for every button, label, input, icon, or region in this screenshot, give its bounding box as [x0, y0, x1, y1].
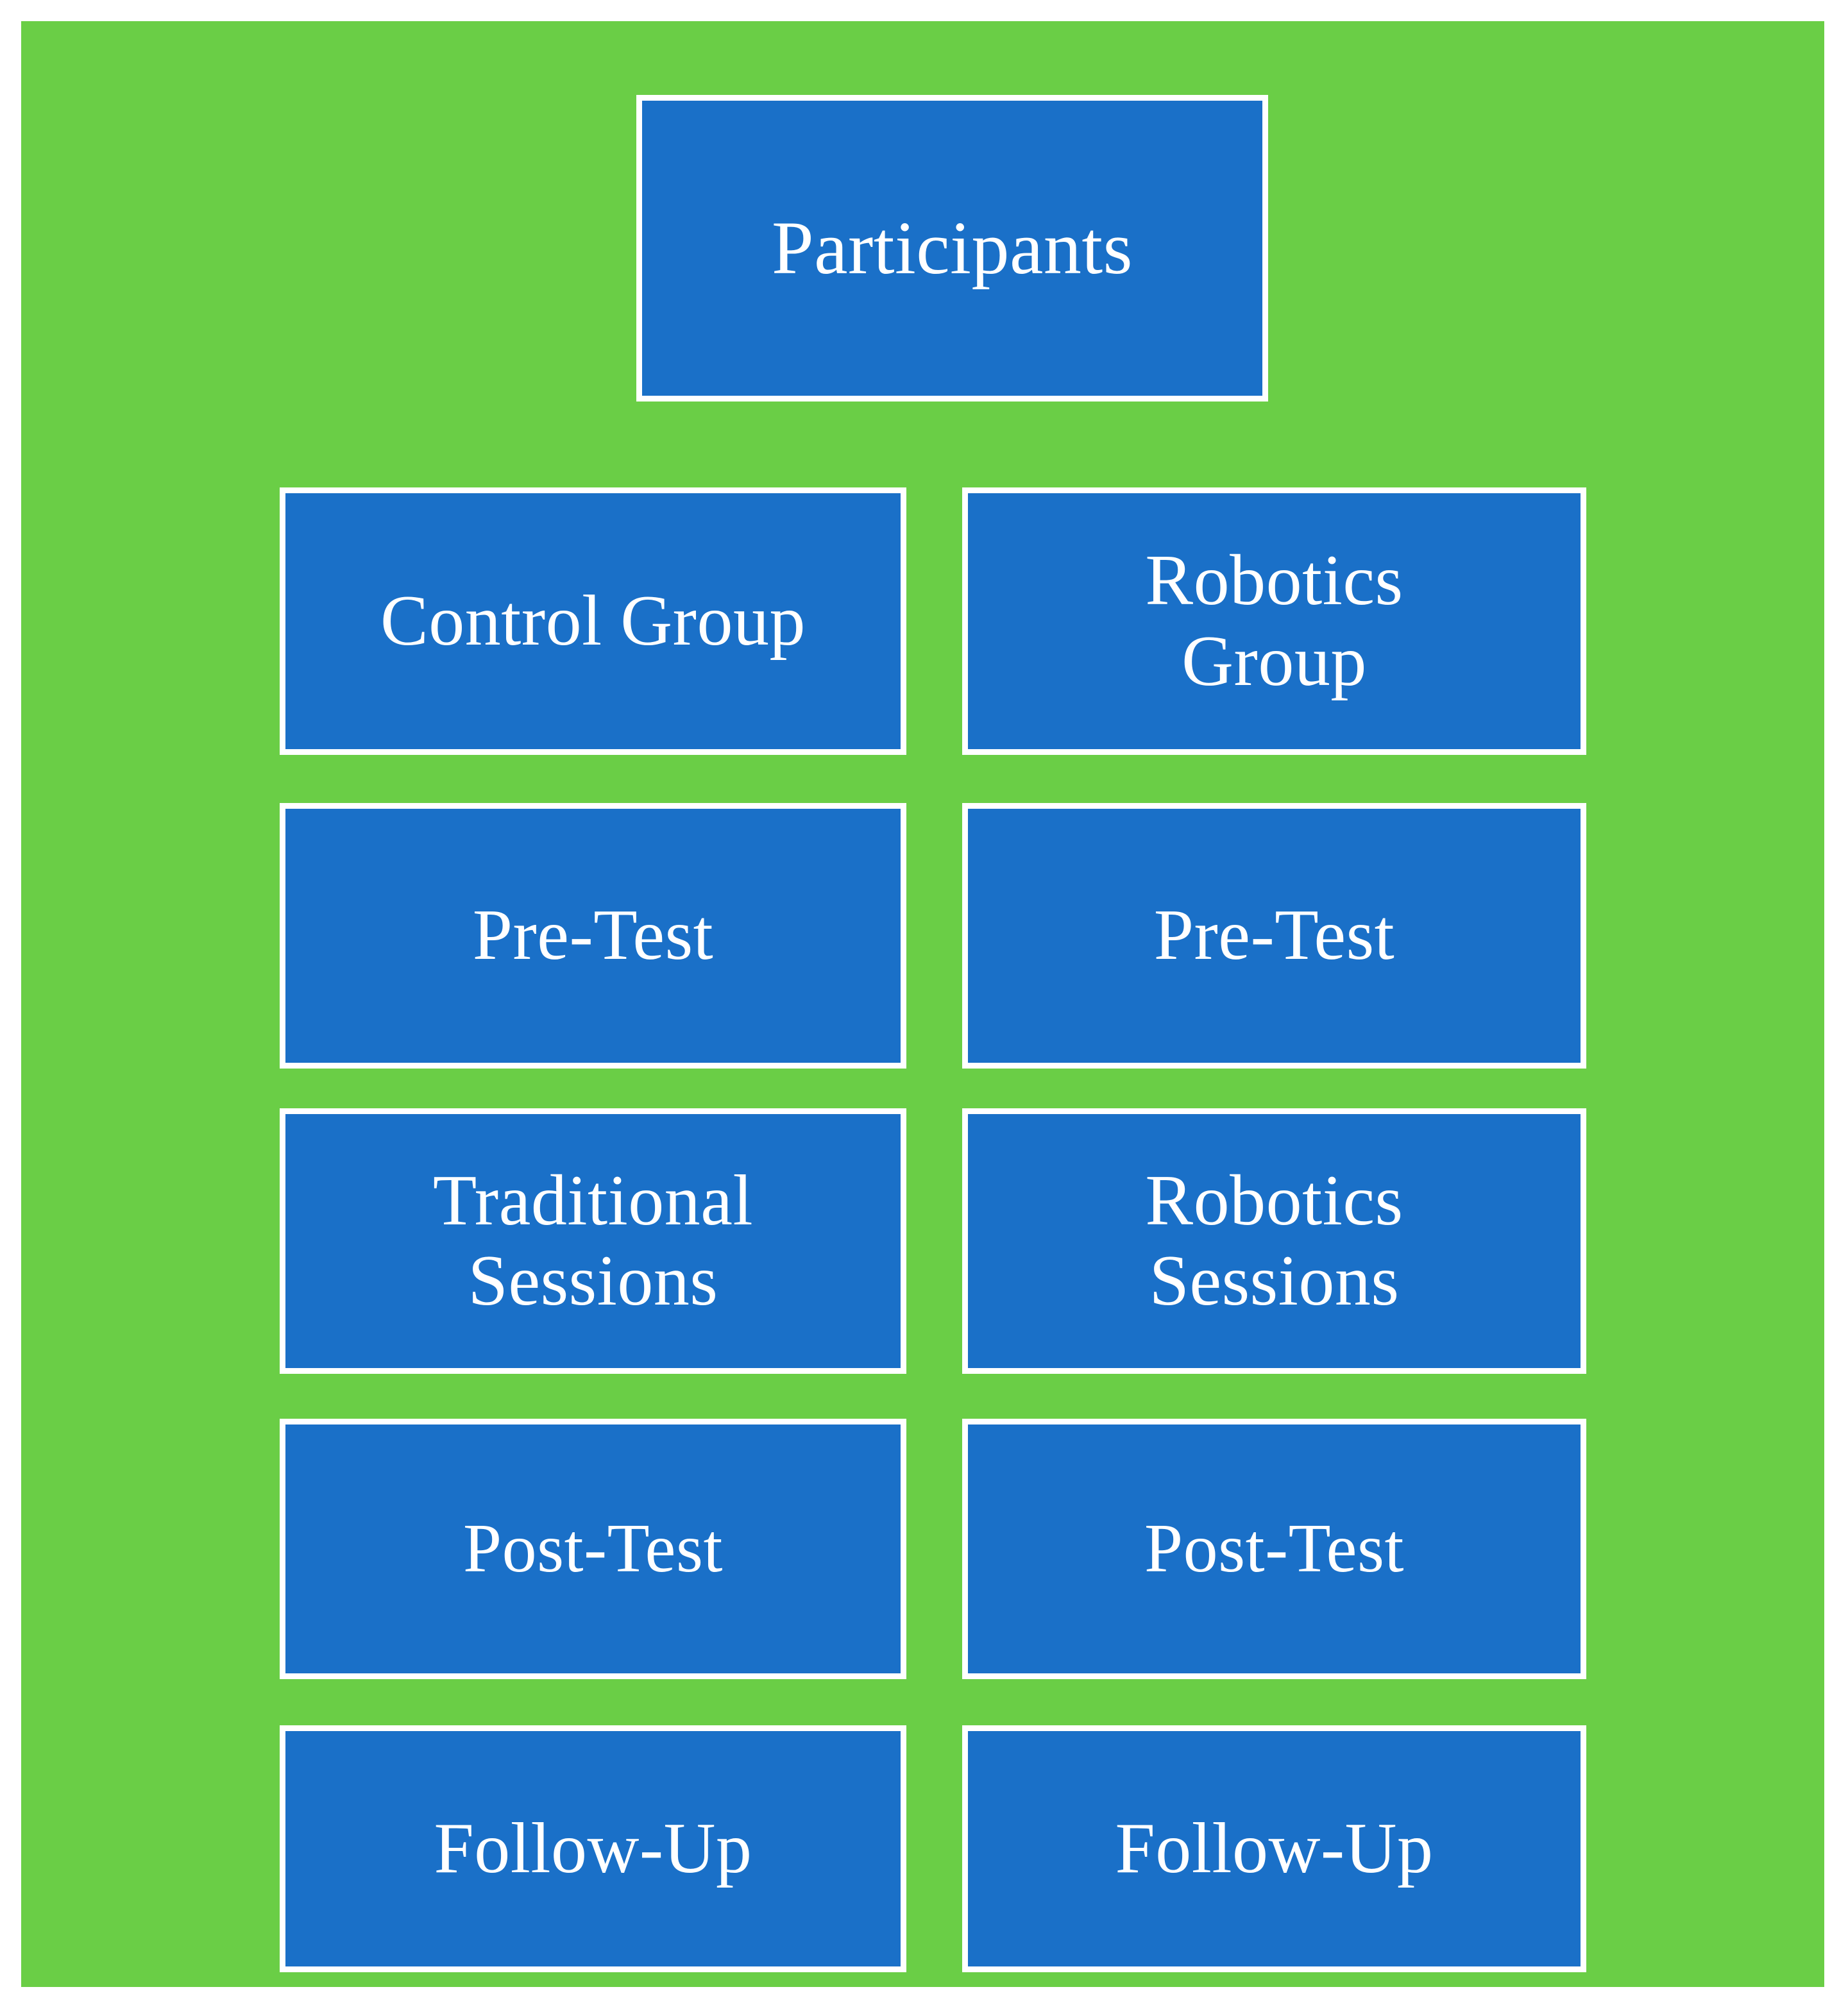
node-control-pre-test-label: Pre-Test — [472, 895, 714, 976]
node-robotics-group-label: Robotics Group — [1145, 541, 1403, 701]
node-robotics-sessions-label: Robotics Sessions — [1145, 1160, 1403, 1321]
node-control-follow-up[interactable]: Follow-Up — [280, 1725, 906, 1972]
node-control-group-label: Control Group — [380, 580, 806, 661]
node-robotics-post-test-label: Post-Test — [1144, 1510, 1404, 1587]
node-robotics-follow-up-label: Follow-Up — [1115, 1808, 1434, 1888]
node-control-pre-test[interactable]: Pre-Test — [280, 803, 906, 1069]
node-control-group[interactable]: Control Group — [280, 487, 906, 755]
node-participants-label: Participants — [771, 205, 1133, 290]
node-control-post-test-label: Post-Test — [463, 1510, 723, 1587]
node-control-follow-up-label: Follow-Up — [434, 1808, 752, 1888]
node-robotics-sessions[interactable]: Robotics Sessions — [962, 1108, 1586, 1374]
node-traditional-sessions[interactable]: Traditional Sessions — [280, 1108, 906, 1374]
node-robotics-post-test[interactable]: Post-Test — [962, 1419, 1586, 1679]
node-robotics-pre-test-label: Pre-Test — [1153, 895, 1395, 976]
node-robotics-group[interactable]: Robotics Group — [962, 487, 1586, 755]
node-robotics-follow-up[interactable]: Follow-Up — [962, 1725, 1586, 1972]
node-robotics-pre-test[interactable]: Pre-Test — [962, 803, 1586, 1069]
node-control-post-test[interactable]: Post-Test — [280, 1419, 906, 1679]
node-participants[interactable]: Participants — [636, 95, 1268, 402]
node-traditional-sessions-label: Traditional Sessions — [432, 1160, 754, 1321]
